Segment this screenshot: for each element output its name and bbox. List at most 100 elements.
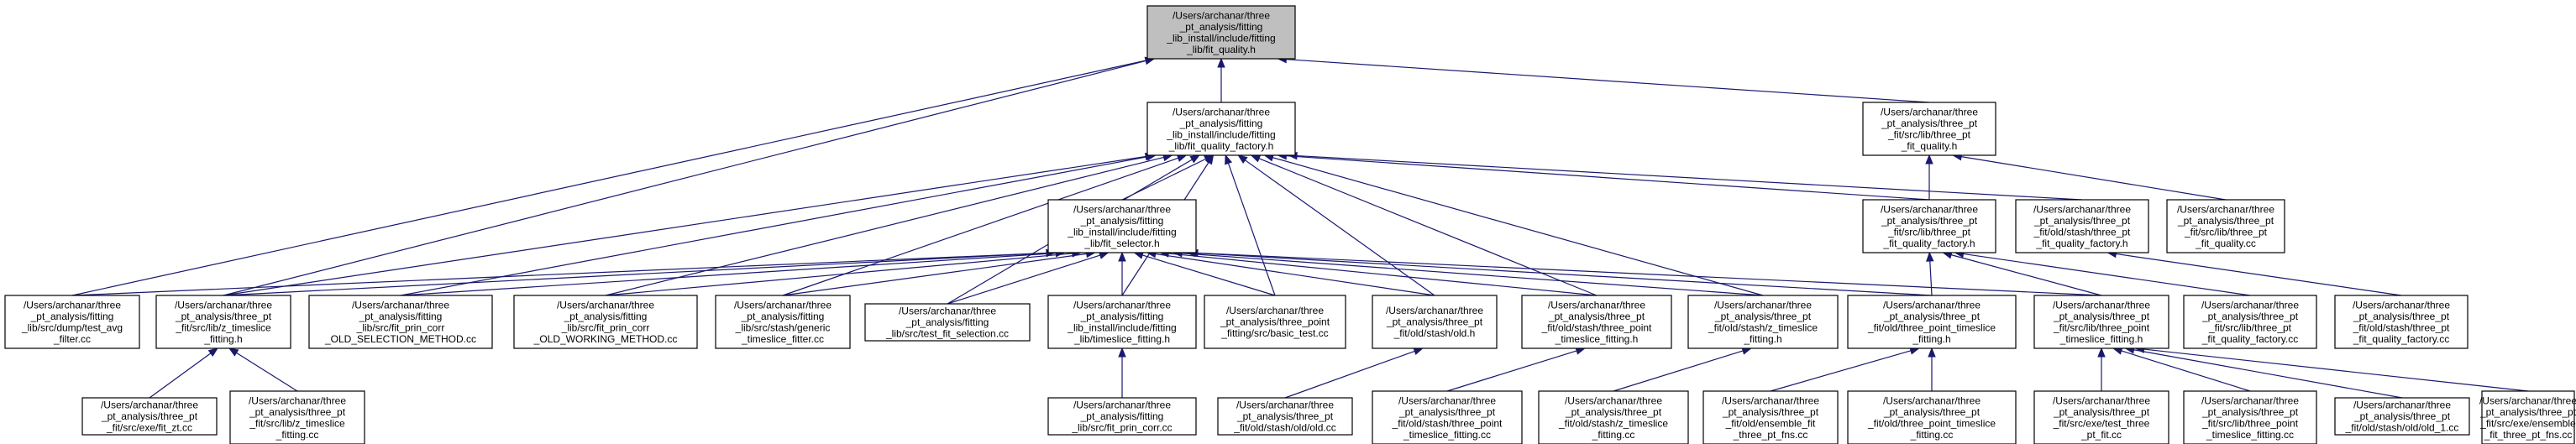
graph-node[interactable]: /Users/archanar/three_pt_analysis/three_… [2479, 390, 2576, 444]
graph-node[interactable]: /Users/archanar/three_pt_analysis/three_… [1521, 295, 1672, 349]
node-label-line: _fit/old/stash/old.h [1393, 327, 1476, 339]
node-label-line: _pt_analysis/three_pt [2353, 410, 2451, 422]
graph-edges [71, 55, 2529, 399]
node-label-line: _fit/old/stash/z_timeslice [1708, 321, 1818, 333]
node-label-line: _pt_analysis/three_pt [1548, 311, 1645, 322]
graph-node[interactable]: /Users/archanar/three_pt_analysis/three_… [2033, 295, 2169, 349]
node-label-line: _fit/src/lib/three_pt [2208, 321, 2292, 333]
node-label-line: _pt_analysis/three_pt [1236, 410, 1334, 422]
edge-arrowhead [1928, 347, 1936, 358]
graph-node[interactable]: /Users/archanar/three_pt_analysis/three_… [1862, 102, 1996, 156]
node-box [2033, 295, 2169, 349]
graph-node[interactable]: /Users/archanar/three_pt_analysis/three_… [1687, 295, 1839, 349]
node-label-line: _pt_analysis/three_pt [1883, 311, 1981, 322]
node-box [1521, 295, 1672, 349]
node-box [864, 303, 1031, 342]
edge-arrowhead [1926, 251, 1934, 262]
node-box [1047, 397, 1197, 436]
node-label-line: _OLD_SELECTION_METHOD.cc [324, 333, 476, 345]
graph-node[interactable]: /Users/archanar/three_pt_analysis/three_… [1702, 390, 1839, 444]
graph-node[interactable]: /Users/archanar/three_pt_analysis/fittin… [1146, 5, 1296, 60]
graph-node[interactable]: /Users/archanar/three_pt_analysis/fittin… [308, 295, 493, 349]
graph-node[interactable]: /Users/archanar/three_pt_analysis/three_… [2015, 199, 2149, 253]
node-box [4, 295, 140, 349]
dependency-edge [1613, 350, 1744, 392]
graph-node[interactable]: /Users/archanar/three_pt_analysis/three_… [1862, 199, 1996, 253]
graph-node[interactable]: /Users/archanar/three_pt_analysis/fittin… [715, 295, 851, 349]
graph-node[interactable]: /Users/archanar/three_pt_analysis/three_… [155, 295, 291, 349]
node-box [1047, 199, 1197, 253]
dependency-edge [1181, 253, 1764, 296]
node-box [513, 295, 698, 349]
node-label-line: _fit/src/lib/z_timeslice [249, 417, 345, 429]
node-label-line: _fit_quality.cc [2195, 238, 2256, 249]
node-label-line: _pt_analysis/three_point [1220, 316, 1330, 328]
node-label-line: _pt_analysis/three_pt [1398, 406, 1496, 418]
node-label-line: _pt_analysis/three_pt [2201, 406, 2299, 418]
node-label-line: _fit/old/stash/old/old_1.cc [2345, 422, 2459, 434]
graph-node[interactable]: /Users/archanar/three_pt_analysis/fittin… [1047, 397, 1197, 436]
node-label-line: _fitting.h [1743, 333, 1781, 345]
dependency-edge [782, 253, 1087, 296]
dependency-edge [1961, 156, 2227, 201]
node-label-line: /Users/archanar/three [1883, 394, 1981, 406]
node-label-line: /Users/archanar/three [1073, 203, 1171, 215]
node-label-line: /Users/archanar/three [899, 306, 996, 317]
graph-node[interactable]: /Users/archanar/three_pt_analysis/fittin… [1047, 199, 1197, 253]
node-label-line: _pt_analysis/three_pt [2177, 215, 2274, 227]
node-label-line: /Users/archanar/three [2353, 400, 2451, 411]
node-label-line: _pt_analysis/three_pt [1881, 118, 1978, 129]
node-label-line: _lib/timeslice_fitting.h [1073, 333, 1170, 345]
graph-node[interactable]: /Users/archanar/three_pt_analysis/three_… [1372, 295, 1498, 349]
node-box [1687, 295, 1839, 349]
node-box [81, 397, 218, 436]
node-label-line: _fit/old/three_point_timeslice [1867, 417, 1996, 429]
graph-node[interactable]: /Users/archanar/three_pt_analysis/fittin… [4, 295, 140, 349]
graph-node[interactable]: /Users/archanar/three_pt_analysis/three_… [2334, 295, 2468, 349]
graph-node[interactable]: /Users/archanar/three_pt_analysis/fittin… [1146, 102, 1296, 156]
node-label-line: _lib_install/include/fitting [1166, 32, 1275, 44]
graph-node[interactable]: /Users/archanar/three_pt_analysis/three_… [1847, 390, 2017, 444]
graph-node[interactable]: /Users/archanar/three_pt_analysis/three_… [1538, 390, 1689, 444]
node-label-line: _lib/src/fit_prin_corr.cc [1071, 422, 1172, 434]
node-label-line: /Users/archanar/three [1173, 9, 1270, 21]
dependency-edge [947, 254, 1101, 305]
edge-arrowhead [228, 347, 239, 357]
dependency-edge [2121, 350, 2251, 392]
graph-node[interactable]: /Users/archanar/three_pt_analysis/three_… [1204, 295, 1346, 349]
graph-node[interactable]: /Users/archanar/three_pt_analysis/three_… [2033, 390, 2169, 444]
graph-node[interactable]: /Users/archanar/three_pt_analysis/three_… [1847, 295, 2017, 349]
node-label-line: _pt_analysis/three_pt [2201, 311, 2299, 322]
graph-nodes: /Users/archanar/three_pt_analysis/fittin… [4, 5, 2576, 444]
node-label-line: _timeslice_fitting.h [2059, 333, 2143, 345]
graph-node[interactable]: /Users/archanar/three_pt_analysis/three_… [229, 390, 365, 444]
graph-node[interactable]: /Users/archanar/three_pt_analysis/fittin… [513, 295, 698, 349]
graph-node[interactable]: /Users/archanar/three_pt_analysis/three_… [2183, 390, 2317, 444]
graph-node[interactable]: /Users/archanar/three_pt_analysis/fittin… [1047, 295, 1197, 349]
graph-node[interactable]: /Users/archanar/three_pt_analysis/fittin… [864, 303, 1031, 342]
node-box [1538, 390, 1689, 444]
graph-node[interactable]: /Users/archanar/three_pt_analysis/three_… [2183, 295, 2317, 349]
dependency-edge [1272, 157, 1764, 296]
dependency-edge [1963, 253, 2251, 296]
node-label-line: /Users/archanar/three [2177, 203, 2274, 215]
node-label-line: _fit/old/three_point_timeslice [1867, 321, 1996, 333]
graph-node[interactable]: /Users/archanar/three_pt_analysis/three_… [2166, 199, 2285, 253]
node-label-line: /Users/archanar/three [2353, 299, 2450, 311]
graph-node[interactable]: /Users/archanar/three_pt_analysis/three_… [81, 397, 218, 436]
graph-node[interactable]: /Users/archanar/three_pt_analysis/three_… [1217, 397, 1353, 436]
edge-arrowhead [1925, 154, 1933, 165]
graph-node[interactable]: /Users/archanar/three_pt_analysis/three_… [2334, 397, 2470, 436]
node-label-line: _lib_install/include/fitting [1067, 321, 1176, 333]
dependency-edge [1286, 59, 1930, 103]
node-label-line: _pt_analysis/three_pt [2053, 311, 2150, 322]
node-label-line: _lib/src/fit_prin_corr [561, 321, 650, 333]
node-box [2183, 295, 2317, 349]
node-label-line: _timeslice_fitter.cc [741, 333, 824, 345]
node-label-line: /Users/archanar/three [249, 394, 346, 406]
dependency-edge [1168, 253, 1598, 296]
graph-node[interactable]: /Users/archanar/three_pt_analysis/three_… [1372, 390, 1523, 444]
dependency-edge [605, 253, 1073, 296]
node-label-line: _fit/src/lib/three_point [2053, 321, 2150, 333]
node-box [1862, 199, 1996, 253]
